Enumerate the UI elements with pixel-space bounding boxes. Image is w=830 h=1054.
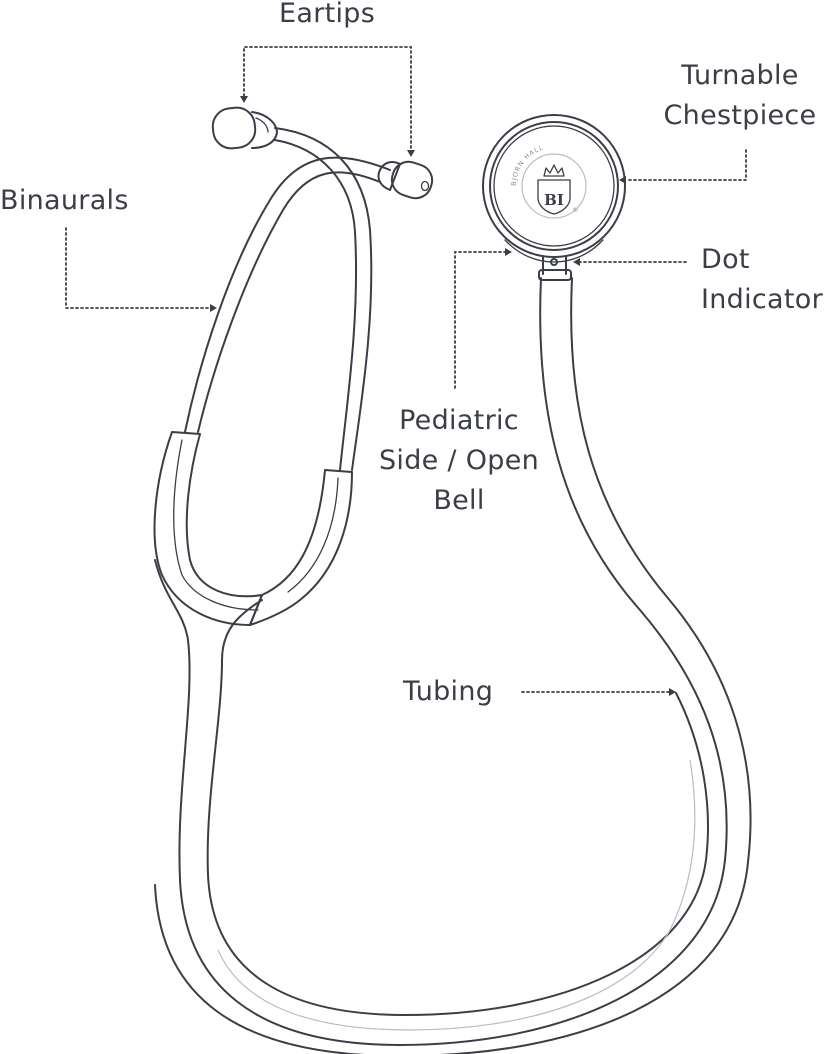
shield-icon [537,179,571,215]
tubing-inner-edge [154,277,752,1054]
label-binaurals: Binaurals [0,185,129,216]
label-chestpiece-line1: Turnable [681,60,799,91]
eartips-leader [243,46,412,151]
label-dot-line1: Dot [701,244,750,275]
binaurals [184,127,391,471]
label-eartips: Eartips [279,0,376,29]
eartip-right [377,160,434,200]
label-pediatric-line3: Bell [433,485,485,516]
binaural-right-inner [197,171,381,433]
pediatric-leader [454,251,506,389]
crown-icon [543,164,565,177]
callouts [65,46,747,696]
label-chestpiece-line2: Chestpiece [663,100,817,131]
registered-mark: ® [572,206,580,214]
eartip-left [211,106,278,150]
chestpiece: BI ® BJORN HALL [482,114,626,281]
label-dot-line2: Indicator [701,284,824,315]
label-pediatric-line1: Pediatric [399,405,519,436]
tubing-highlight [217,759,696,1031]
chestpiece-monogram: BI [544,191,564,209]
right-sleeve [249,469,353,626]
binaural-left-inner [274,139,358,471]
binaural-left-outer [274,127,373,471]
tubing-outer-edge [154,277,728,1046]
label-tubing: Tubing [403,676,494,707]
binaurals-leader [65,227,211,309]
label-pediatric-side: Pediatric Side / Open Bell [372,401,546,521]
label-turnable-chestpiece: Turnable Chestpiece [658,56,822,136]
label-dot-indicator: Dot Indicator [701,240,823,320]
dot-indicator-mark [550,258,558,266]
label-pediatric-line2: Side / Open [378,445,540,476]
tubing-inner-loop [206,599,709,1016]
left-sleeve [153,431,263,626]
chestpiece-leader [625,149,747,181]
y-junction [153,431,353,626]
binaural-right-outer [184,156,391,433]
tubing [154,277,752,1054]
